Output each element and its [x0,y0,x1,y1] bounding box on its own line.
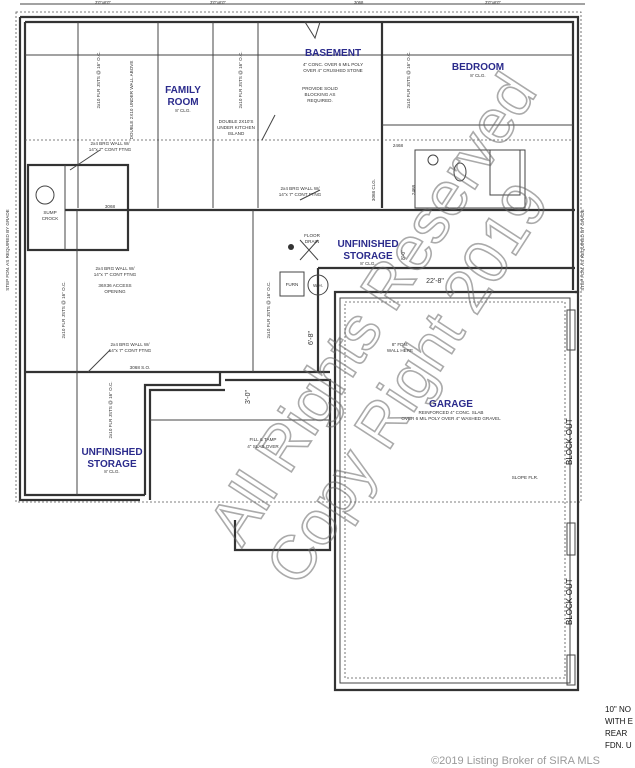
note: OVER 4" CRUSHED STONE [303,68,363,73]
note: REINFORCED 4" CONC. SLAB [419,410,484,415]
plan-label: BLOCK-OUT [565,418,574,465]
plan-label: BLOCK-OUT [565,578,574,625]
plan-label: ISLAND [228,131,245,136]
dim-label: 3'0"x6'0" [210,0,226,5]
plan-label: 2x10 FLR JSTS @ 16" O.C. [406,51,411,108]
plan-label: W.H. [313,283,323,288]
plan-label: WALL HERE [387,348,413,353]
ceiling-note: 8' CLG. [470,73,485,78]
plan-label: DRAIN [305,239,319,244]
plan-label: 2468 [393,143,404,148]
plan-label: 2x4 BRG WALL W/ [281,186,321,191]
plan-label: CROCK [42,216,60,221]
plan-label: FILL & TAMP [250,437,277,442]
plan-label: UNDER KITCHEN [217,125,255,130]
room-label-bedroom: BEDROOM [452,62,504,73]
note: 4" CONC. OVER 6 MIL POLY [303,62,363,67]
plan-label: WITH E [605,717,633,726]
plan-label: STEP FDN. AS REQUIRED BY GRADE [580,209,585,291]
room-label-unfinished-storage: UNFINISHED [337,239,398,250]
watermark: All Rights Reserved Copy Right 2019 [195,61,564,597]
plan-label: 14"x 7" CONT FTNG [279,192,322,197]
plan-label: 2x10 FLR JSTS @ 16" O.C. [238,51,243,108]
room-label-basement: BASEMENT [305,48,361,59]
plan-label: 6'-8" [308,331,315,345]
plan-label: FDN. U [605,741,632,750]
plan-label: 2x10 FLR JSTS @ 16" O.C. [61,281,66,338]
ceiling-note: 8' CLG. [104,469,119,474]
plan-label: FLOOR [304,233,321,238]
plan-label: 2x10 FLR JSTS @ 16" O.C. [108,381,113,438]
dim-label: 3068 [354,0,364,5]
room-label-family-room: FAMILY [165,85,201,96]
plan-label: 36X36 ACCESS [98,283,131,288]
room-label-unfinished-storage: UNFINISHED [81,447,142,458]
plan-label: 22'-8" [426,278,444,285]
ceiling-note: 8' CLG. [360,261,375,266]
plan-label: 4" SLAB OVER [247,444,279,449]
dim-label: 3'0"x6'0" [95,0,111,5]
plan-label: PROVIDE SOLID [302,86,338,91]
plan-label: SUMP [43,210,56,215]
plan-label: 2468 [411,184,416,195]
plan-label: DOUBLE 2X10 UNDER WALL ABOVE [129,61,134,140]
walls [15,11,582,692]
room-label-family-room: ROOM [167,97,198,108]
floor-drain-icon [299,239,319,261]
plan-label: 8'-0" [401,250,407,260]
plan-label: 14"x 7" CONT FTNG [109,348,152,353]
plan-label: 10" NO [605,705,631,714]
dim-label: 3'0"x6'0" [485,0,501,5]
plan-label: REAR [605,729,627,738]
plan-label: 8" FDN. [392,342,408,347]
copyright-footer: ©2019 Listing Broker of SIRA MLS [431,755,600,767]
plan-label: 2x4 BRG WALL W/ [111,342,151,347]
plan-label: STEP FDN. AS REQUIRED BY GRADE [5,209,10,291]
drain-icon [288,244,294,250]
plan-label: 14"x 7" CONT FTNG [89,147,132,152]
plan-label: 2x10 FLR JSTS @ 16" O.C. [96,51,101,108]
room-label-unfinished-storage: STORAGE [343,251,393,262]
plan-label: DOUBLE 2X10'S [219,119,254,124]
side-note: 10" NO WITH E REAR FDN. U [605,705,633,750]
plan-label: 3068 S.O. [130,365,151,370]
water-heater-icon [307,274,329,296]
plan-label: REQUIRED. [307,98,333,103]
plan-label: 2x4 BRG WALL W/ [91,141,131,146]
room-label-unfinished-storage: STORAGE [87,459,137,470]
furnace-icon [279,271,305,297]
notes: PROVIDE SOLID BLOCKING AS REQUIRED. DOUB… [5,51,585,625]
note: OVER 6 MIL POLY OVER 4" WASHED GRAVEL [401,416,501,421]
plan-label: 3068 [105,204,116,209]
room-label-garage: GARAGE [429,399,473,410]
top-dimensions: 3'0"x6'0" 3'0"x6'0" 3068 3'0"x6'0" [20,0,585,5]
ceiling-note: 8' CLG. [175,108,190,113]
plan-label: BLOCKING AS [305,92,336,97]
plan-label: OPENING [104,289,126,294]
plan-label: 3'-0" [245,390,252,404]
plan-label: 2x10 FLR JSTS @ 16" O.C. [266,281,271,338]
plan-label: 2x4 BRG WALL W/ [96,266,136,271]
plan-label: 3068 CLG. [371,179,376,201]
plan-label: FURN [286,282,299,287]
plan-label: SLOPE FLR. [512,475,539,480]
plan-label: 14"x 7" CONT FTNG [94,272,137,277]
